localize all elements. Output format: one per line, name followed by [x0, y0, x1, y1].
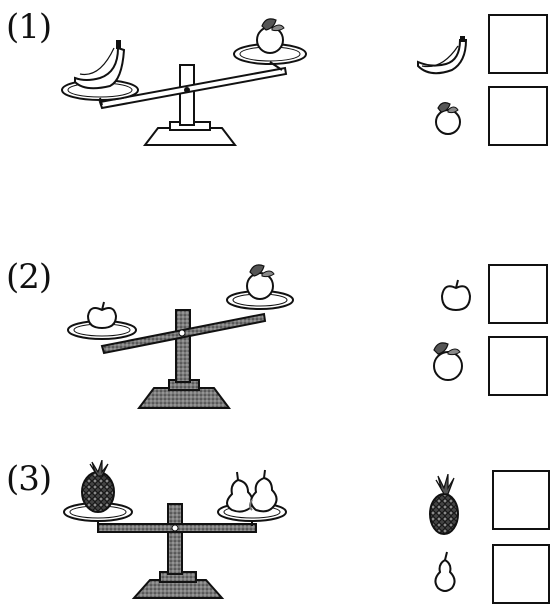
problem-2: (2) — [0, 250, 550, 420]
answer-box-orange[interactable] — [488, 86, 548, 146]
answer-box-apple[interactable] — [488, 264, 548, 324]
problem-1: (1) — [0, 0, 550, 200]
orange-icon — [246, 264, 275, 300]
balance-scale — [61, 18, 307, 146]
answer-box-banana[interactable] — [488, 14, 548, 74]
balance-scale — [63, 460, 287, 599]
pineapple-icon — [81, 460, 115, 513]
pear-icon — [434, 551, 456, 592]
pineapple-icon — [429, 474, 459, 535]
problem-number: (1) — [6, 7, 52, 47]
orange-icon — [256, 18, 285, 54]
pears-icon — [226, 469, 278, 513]
orange-icon — [433, 342, 463, 381]
apple-icon — [440, 279, 472, 312]
banana-icon — [74, 40, 126, 90]
problem-number: (2) — [6, 257, 52, 297]
answer-box-pear[interactable] — [492, 544, 550, 604]
answer-box-pineapple[interactable] — [492, 470, 550, 530]
balance-scale — [67, 264, 294, 409]
problem-3: (3) — [0, 450, 550, 604]
banana-icon — [417, 36, 468, 75]
apple-icon — [86, 301, 118, 330]
problem-number: (3) — [6, 459, 52, 499]
answer-box-orange[interactable] — [488, 336, 548, 396]
orange-icon — [435, 102, 461, 135]
